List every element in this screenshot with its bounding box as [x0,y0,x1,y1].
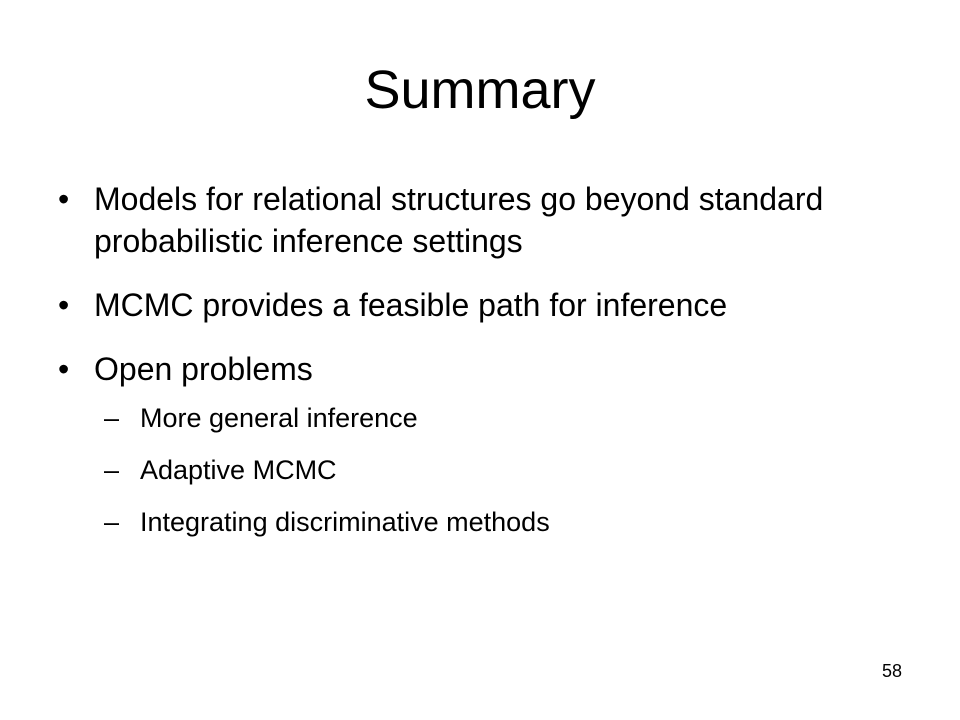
bullet-marker: • [58,287,70,323]
page-number: 58 [881,661,902,681]
sub-bullet-list: – More general inference – Adaptive MCMC… [94,402,918,538]
sub-bullet-item: – More general inference [58,402,918,434]
sub-bullet-marker: – [104,507,120,537]
slide-title: Summary [364,60,596,120]
bullet-marker: • [58,351,70,387]
bullet-text: Models for relational structures go beyo… [94,181,824,259]
bullet-text: Open problems [94,351,313,387]
bullet-item: • MCMC provides a feasible path for infe… [58,284,918,326]
bullet-item: • Open problems – More general inference… [58,348,918,538]
bullet-marker: • [58,181,70,217]
sub-bullet-item: – Integrating discriminative methods [58,506,918,538]
sub-bullet-item: – Adaptive MCMC [58,454,918,486]
bullet-text: MCMC provides a feasible path for infere… [94,287,728,323]
bullet-list: • Models for relational structures go be… [58,178,918,560]
sub-bullet-text: More general inference [140,403,418,433]
sub-bullet-text: Adaptive MCMC [140,455,337,485]
sub-bullet-marker: – [104,455,120,485]
sub-bullet-marker: – [104,403,120,433]
bullet-item: • Models for relational structures go be… [58,178,918,262]
sub-bullet-text: Integrating discriminative methods [140,507,550,537]
